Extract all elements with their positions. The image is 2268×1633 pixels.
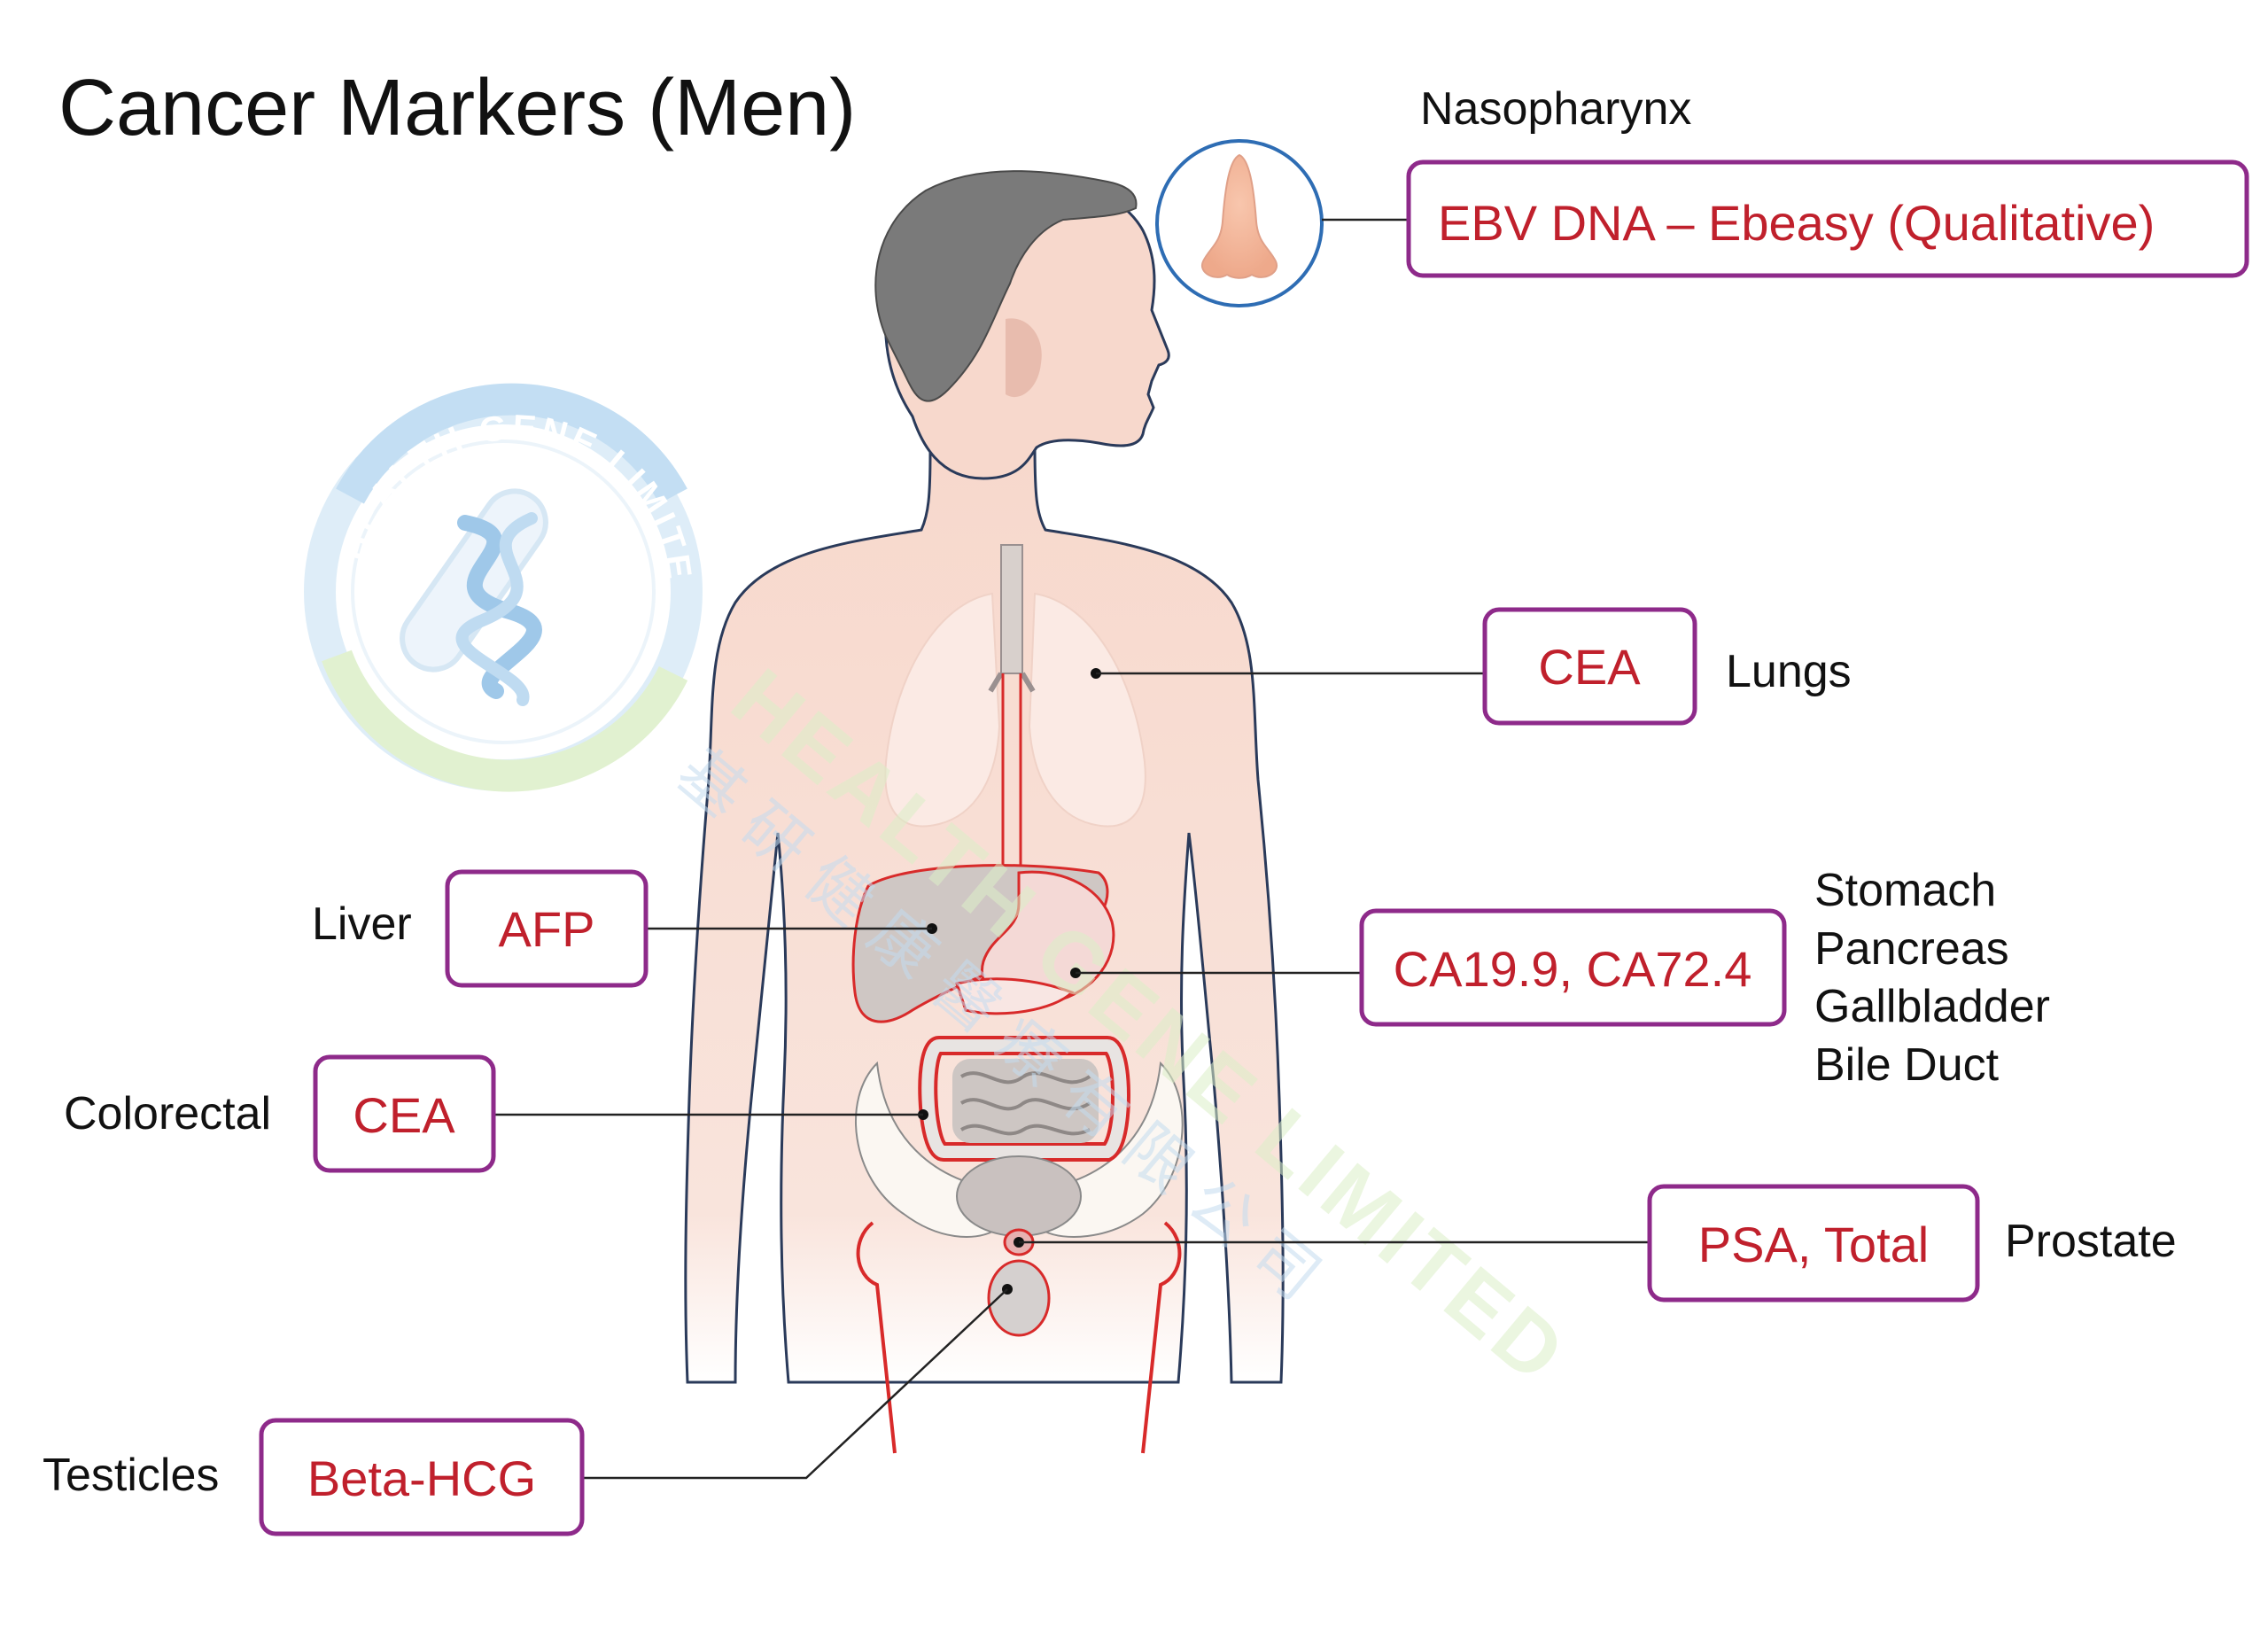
marker-box-testicles: [259, 1418, 585, 1536]
marker-box-liver: [445, 869, 649, 988]
marker-label-nasopharynx: EBV DNA – Ebeasy (Qualitative): [1438, 195, 2155, 251]
human-body-icon: [684, 170, 1285, 1454]
marker-box-lungs: [1482, 607, 1697, 726]
nose-inset: [1155, 139, 1324, 307]
marker-label-lungs: CEA: [1538, 639, 1641, 695]
organ-label-bile-duct: Bile Duct: [1814, 1039, 2000, 1091]
marker-label-colorectal: CEA: [353, 1087, 455, 1143]
marker-label-testicles: Beta-HCG: [307, 1450, 536, 1506]
nose-icon: [1200, 153, 1278, 279]
marker-box-colorectal: [313, 1054, 496, 1173]
marker-box-prostate: [1647, 1184, 1980, 1303]
organ-label-gallbladder: Gallbladder: [1814, 981, 2050, 1032]
organ-label-liver: Liver: [312, 898, 412, 950]
page-title: Cancer Markers (Men): [58, 64, 856, 152]
organ-label-stomach: Stomach: [1814, 865, 1996, 916]
organ-label-pancreas: Pancreas: [1814, 923, 2009, 975]
marker-label-liver: AFP: [499, 901, 595, 957]
organ-label-testicles: Testicles: [43, 1450, 219, 1501]
organ-label-colorectal: Colorectal: [64, 1088, 271, 1139]
marker-label-stomach: CA19.9, CA72.4: [1394, 941, 1752, 997]
marker-box-stomach: [1359, 908, 1787, 1027]
marker-label-prostate: PSA, Total: [1698, 1217, 1929, 1272]
testicles-leader-line: [582, 1288, 1008, 1480]
organ-label-prostate: Prostate: [2005, 1216, 2177, 1267]
organ-label-nasopharynx: Nasopharynx: [1420, 83, 1691, 135]
organ-label-lungs: Lungs: [1726, 646, 1852, 697]
dna-tube-logo-icon: [400, 488, 548, 706]
marker-box-nasopharynx: [1406, 159, 2249, 278]
